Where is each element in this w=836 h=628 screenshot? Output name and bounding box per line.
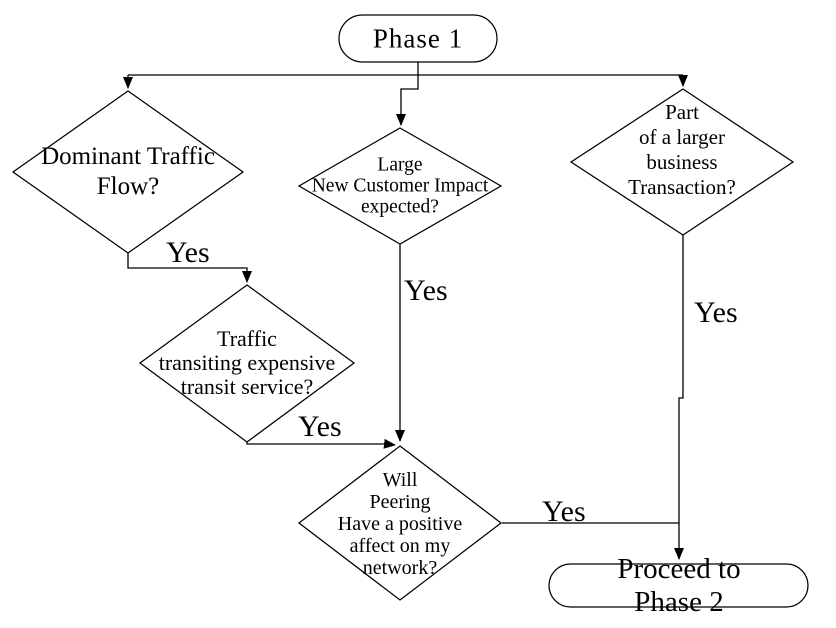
connector-transit-yes-to-positive-peering bbox=[246, 438, 396, 449]
terminator-phase1-label: Phase 1 bbox=[372, 23, 464, 54]
edge-label-transaction-yes: Yes bbox=[694, 296, 738, 329]
edge-label-dominant-yes: Yes bbox=[166, 236, 210, 269]
terminator-proceed-phase2-label: Proceed to Phase 2 bbox=[617, 553, 741, 618]
decision-positive-peering-shape bbox=[297, 445, 503, 601]
terminator-proceed-phase2-shape bbox=[548, 563, 809, 608]
decision-dominant-traffic-shape bbox=[11, 90, 245, 254]
terminator-phase1-shape bbox=[338, 14, 498, 63]
decision-larger-transaction-label: Part of a larger business Transaction? bbox=[628, 100, 736, 199]
decision-positive-peering-label: Will Peering Have a positive affect on m… bbox=[337, 469, 463, 579]
decision-larger-transaction-shape bbox=[569, 88, 795, 236]
edge-label-transit-yes: Yes bbox=[298, 410, 342, 443]
decision-new-customer-impact-shape bbox=[297, 127, 503, 245]
decision-expensive-transit-shape bbox=[138, 284, 356, 443]
decision-expensive-transit-label: Traffic transiting expensive transit ser… bbox=[158, 326, 336, 399]
connector-dominant-yes-to-expensive-transit bbox=[127, 253, 252, 283]
connector-phase1-to-new-customer-impact bbox=[396, 62, 419, 126]
decision-dominant-traffic-label: Dominant Traffic Flow? bbox=[41, 143, 215, 200]
edge-label-peering-yes: Yes bbox=[542, 495, 586, 528]
connector-transaction-yes-to-proceed bbox=[674, 235, 684, 560]
decision-new-customer-impact-label: Large New Customer Impact expected? bbox=[311, 154, 489, 218]
edge-label-impact-yes: Yes bbox=[404, 274, 448, 307]
